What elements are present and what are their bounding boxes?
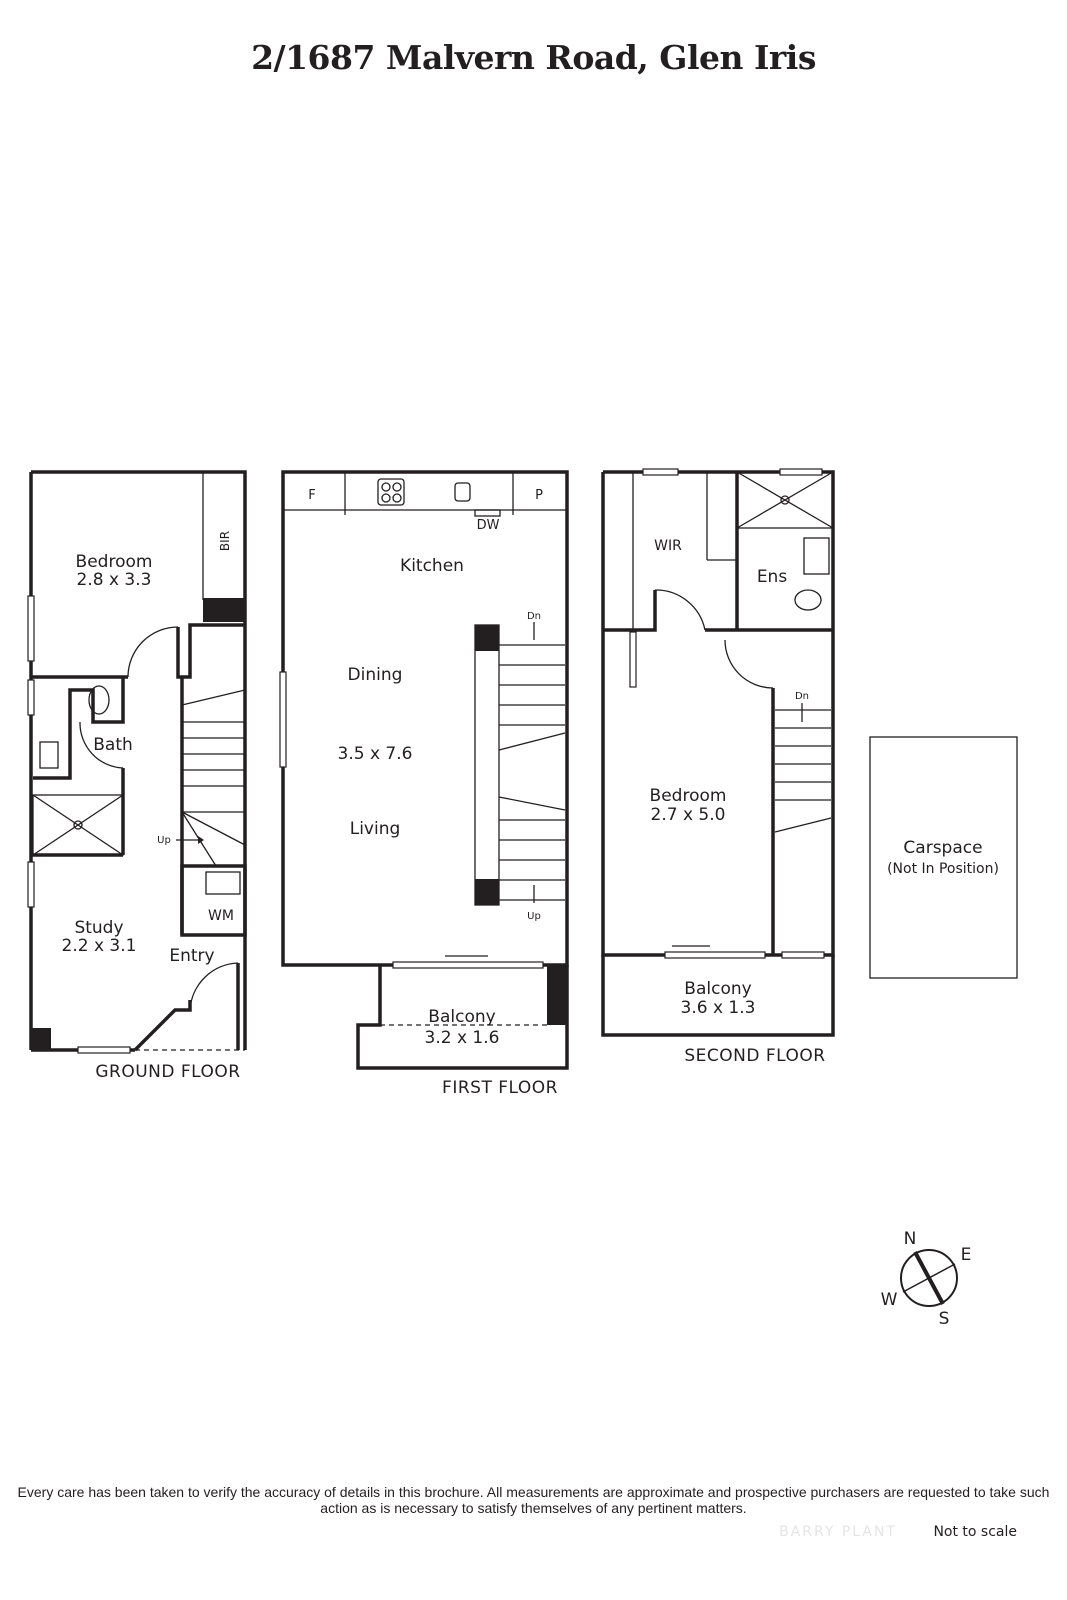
dishwasher-label: DW bbox=[477, 518, 500, 533]
compass-icon: N E S W bbox=[881, 1229, 972, 1329]
watermark-logo: BARRY PLANT bbox=[779, 1524, 897, 1540]
second-floor-label: SECOND FLOOR bbox=[684, 1046, 825, 1066]
room-size-balcony: 3.2 x 1.6 bbox=[425, 1028, 500, 1048]
room-label-balcony: Balcony bbox=[428, 1007, 495, 1027]
disclaimer: Every care has been taken to verify the … bbox=[17, 1484, 1050, 1516]
room-label-entry: Entry bbox=[169, 946, 214, 966]
carspace: Carspace (Not In Position) bbox=[869, 736, 1018, 979]
wir-label: WIR bbox=[654, 538, 682, 554]
ground-floor-label: GROUND FLOOR bbox=[95, 1062, 240, 1082]
room-size-living: 3.5 x 7.6 bbox=[338, 744, 413, 764]
stairs bbox=[474, 622, 566, 906]
bir-label: BIR bbox=[218, 531, 232, 551]
room-label-living: Living bbox=[350, 819, 401, 839]
compass-east: E bbox=[961, 1245, 972, 1265]
page-title: 2/1687 Malvern Road, Glen Iris bbox=[251, 38, 816, 77]
room-label-bath: Bath bbox=[93, 735, 133, 755]
room-size-study: 2.2 x 3.1 bbox=[62, 936, 137, 956]
up-label: Up bbox=[157, 835, 171, 846]
first-floor-label: FIRST FLOOR bbox=[442, 1078, 558, 1098]
room-label-balcony: Balcony bbox=[684, 979, 751, 999]
carspace-note: (Not In Position) bbox=[887, 861, 999, 877]
carspace-label: Carspace bbox=[903, 838, 982, 858]
pantry-label: P bbox=[535, 488, 543, 503]
room-label-study: Study bbox=[74, 918, 123, 938]
compass-north: N bbox=[904, 1229, 917, 1249]
room-label-bedroom: Bedroom bbox=[650, 786, 727, 806]
compass-west: W bbox=[881, 1290, 898, 1310]
down-label: Dn bbox=[527, 611, 541, 622]
room-size-balcony: 3.6 x 1.3 bbox=[681, 998, 756, 1018]
room-label-dining: Dining bbox=[348, 665, 403, 685]
second-floor-plan: WIR Ens Dn Bedroom 2.7 x 5.0 Balcony 3.6… bbox=[601, 468, 835, 1066]
first-floor-plan: F P DW Dn Up Kitchen Dining 3.5 x 7.6 Li… bbox=[279, 470, 569, 1098]
compass-south: S bbox=[939, 1309, 950, 1329]
room-size-bedroom: 2.8 x 3.3 bbox=[77, 570, 152, 590]
ground-floor-plan: Bedroom 2.8 x 3.3 Bath Study 2.2 x 3.1 E… bbox=[27, 470, 247, 1082]
not-to-scale-note: Not to scale bbox=[933, 1524, 1017, 1540]
room-label-kitchen: Kitchen bbox=[400, 556, 464, 576]
down-label: Dn bbox=[795, 691, 809, 702]
room-size-bedroom: 2.7 x 5.0 bbox=[651, 805, 726, 825]
room-label-bedroom: Bedroom bbox=[76, 552, 153, 572]
fridge-label: F bbox=[308, 488, 315, 503]
up-label: Up bbox=[527, 911, 541, 922]
wm-label: WM bbox=[208, 908, 234, 924]
room-label-ens: Ens bbox=[757, 567, 788, 587]
